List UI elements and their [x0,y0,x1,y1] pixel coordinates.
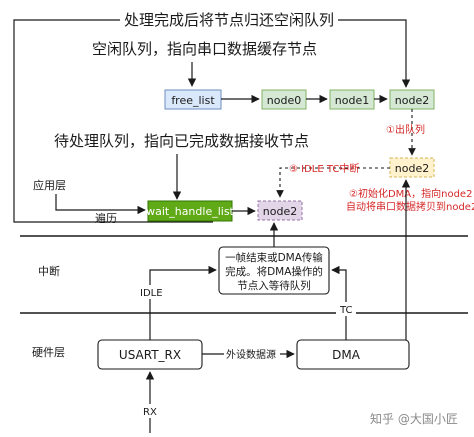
dma-init-line1: ②初始化DMA，指向node2 [349,187,472,200]
rx-label: RX [143,407,157,418]
idle-label: IDLE [140,288,163,299]
watermark: 知乎 @大国小匠 [370,412,458,426]
idle-tc-label: ③ IDLE TC中断 [289,162,359,175]
dma-box [296,339,410,370]
dma-label: DMA [332,348,361,362]
app-layer-label: 应用层 [33,178,66,192]
tc-label: TC [339,305,353,316]
node0-label: node0 [267,94,301,107]
top-caption: 处理完成后将节点归还空闲队列 [124,11,334,29]
node2-dequeued-label: node2 [395,162,429,175]
dma-init-line2: 自动将串口数据拷贝到node2 [346,200,474,213]
interrupt-box-line2: 完成。将DMA操作的 [225,265,323,278]
idle-tc-arrow [276,167,390,198]
usart-rx-label: USART_RX [119,348,181,362]
free-list-label: free_list [171,94,215,107]
free-list-caption: 空闲队列，指向串口数据缓存节点 [92,40,317,58]
wait-list-caption: 待处理队列，指向已完成数据接收节点 [54,132,309,150]
dequeue-label: ①出队列 [386,123,425,136]
traverse-arrow [55,194,146,215]
idle-arrow [149,265,217,340]
node2-wait-label: node2 [263,205,297,218]
wait-handle-list-label: wait_handle_list [146,205,234,218]
interrupt-box-line1: 一帧结束或DMA传输 [225,251,323,264]
node2-free-label: node2 [395,94,429,107]
node2-wait [257,200,303,221]
traverse-label: 遍历 [95,212,117,225]
node1-label: node1 [335,94,369,107]
hardware-layer-label: 硬件层 [32,346,65,359]
return-loop-arrow [13,19,411,223]
interrupt-box-line3: 节点入等待队列 [237,279,311,292]
peripheral-source-label: 外设数据源 [226,348,276,361]
tc-arrow [331,265,347,340]
interrupt-layer-label: 中断 [38,264,60,278]
